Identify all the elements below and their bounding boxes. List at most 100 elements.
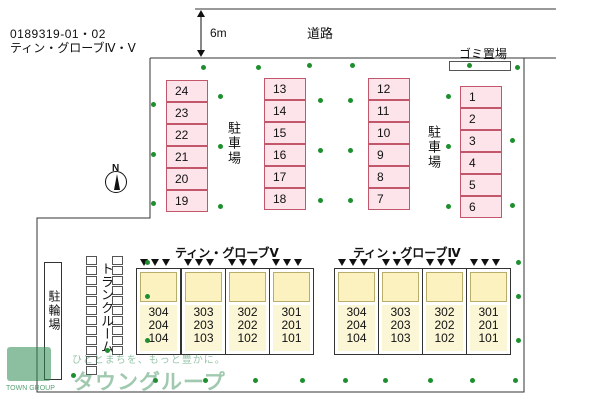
room-number: 301 — [281, 305, 302, 319]
brand-name-en: TOWN GROUP — [6, 385, 55, 392]
tree-icon — [153, 378, 158, 383]
tree-icon — [510, 138, 515, 143]
parking-space: 24 — [166, 80, 208, 102]
tree-icon — [348, 148, 353, 153]
room-number: 204 — [346, 318, 367, 332]
tree-icon — [470, 378, 475, 383]
trunk-room-cell — [86, 266, 97, 275]
parking-space: 8 — [368, 166, 410, 188]
room-number: 301 — [478, 305, 499, 319]
room-number: 304 — [346, 305, 367, 319]
tree-icon — [348, 98, 353, 103]
trunk-room-cell — [112, 276, 123, 285]
unit-body — [426, 305, 463, 351]
entrance-marker-icon — [294, 259, 302, 266]
room-number: 104 — [346, 331, 367, 345]
unit-body — [273, 305, 310, 351]
width-arrow-top — [197, 10, 205, 17]
tree-icon — [348, 198, 353, 203]
tree-icon — [218, 94, 223, 99]
tree-icon — [516, 338, 521, 343]
tree-icon — [300, 378, 305, 383]
unit-body — [470, 305, 507, 351]
room-number: 103 — [390, 331, 411, 345]
trunk-room-cell — [112, 326, 123, 335]
parking-space: 2 — [460, 108, 502, 130]
entrance-marker-icon — [338, 259, 346, 266]
room-number: 203 — [193, 318, 214, 332]
trunk-room-cell — [86, 306, 97, 315]
trunk-room-cell — [86, 256, 97, 265]
room-number: 302 — [434, 305, 455, 319]
unit-body — [229, 305, 266, 351]
tree-icon — [307, 63, 312, 68]
trunk-room-cell — [86, 286, 97, 295]
room-number: 104 — [148, 331, 169, 345]
trunk-room-cell — [86, 356, 97, 365]
entrance-marker-icon — [239, 259, 247, 266]
trunk-room-cell — [86, 296, 97, 305]
tree-icon — [446, 204, 451, 209]
parking-space: 12 — [368, 78, 410, 100]
parking-space: 21 — [166, 146, 208, 168]
entrance-marker-icon — [360, 259, 368, 266]
parking-space: 5 — [460, 174, 502, 196]
room-number: 304 — [148, 305, 169, 319]
parking-space: 14 — [264, 100, 306, 122]
tree-icon — [203, 378, 208, 383]
parking-space: 18 — [264, 188, 306, 210]
parking-space: 4 — [460, 152, 502, 174]
tree-icon — [467, 63, 472, 68]
unit-balcony — [338, 272, 375, 302]
trunk-room-cell — [86, 366, 97, 375]
building-name-5: ティン・グローブⅤ — [175, 246, 279, 260]
parking-space: 15 — [264, 122, 306, 144]
entrance-marker-icon — [228, 259, 236, 266]
tree-icon — [446, 94, 451, 99]
entrance-marker-icon — [382, 259, 390, 266]
parking-space: 6 — [460, 196, 502, 218]
parking-space: 19 — [166, 190, 208, 212]
entrance-marker-icon — [250, 259, 258, 266]
brand-logo: TOWN GROUP — [0, 347, 60, 400]
room-number: 101 — [478, 331, 499, 345]
tree-icon — [218, 144, 223, 149]
tree-icon — [516, 260, 521, 265]
tree-icon — [428, 378, 433, 383]
entrance-marker-icon — [437, 259, 445, 266]
room-number: 101 — [281, 331, 302, 345]
parking-space: 16 — [264, 144, 306, 166]
entrance-marker-icon — [404, 259, 412, 266]
entrance-marker-icon — [393, 259, 401, 266]
tree-icon — [318, 198, 323, 203]
parking-space: 3 — [460, 130, 502, 152]
room-number: 102 — [237, 331, 258, 345]
parking-space: 1 — [460, 86, 502, 108]
parking-space: 23 — [166, 102, 208, 124]
trunk-room-cell — [112, 266, 123, 275]
room-number: 303 — [193, 305, 214, 319]
entrance-marker-icon — [349, 259, 357, 266]
room-number: 203 — [390, 318, 411, 332]
tree-icon — [145, 260, 150, 265]
tree-icon — [318, 148, 323, 153]
parking-space: 13 — [264, 78, 306, 100]
unit-body — [140, 305, 177, 351]
unit-body — [185, 305, 222, 351]
trunk-room-cell — [112, 286, 123, 295]
tree-icon — [513, 378, 518, 383]
entrance-marker-icon — [481, 259, 489, 266]
tree-icon — [151, 152, 156, 157]
trunk-room-column-left — [86, 256, 97, 376]
tree-icon — [201, 65, 206, 70]
trunk-room-column-right — [112, 256, 123, 356]
tree-icon — [145, 294, 150, 299]
north-label: N — [112, 163, 120, 174]
tree-icon — [151, 102, 156, 107]
tree-icon — [516, 294, 521, 299]
